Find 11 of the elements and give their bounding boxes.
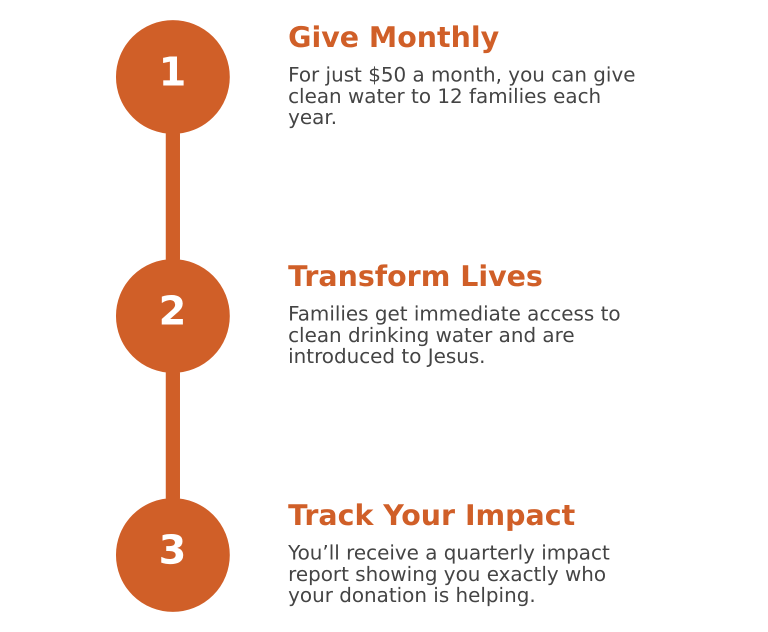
node-circle: 2 bbox=[115, 259, 230, 373]
node-label: You’ll receive a quarterly impact report showing you exactly who your donation is helping. bbox=[288, 542, 610, 608]
node-circle: 3 bbox=[115, 498, 230, 612]
node-label: Give Monthly bbox=[288, 21, 499, 54]
node-label: Families get immediate access to clean drinking water and are introduced to Jesus. bbox=[288, 302, 620, 368]
node-label: Track Your Impact bbox=[288, 499, 575, 532]
node-label: For just $50 a month, you can give clean water to 12 families each year. bbox=[288, 64, 636, 130]
connector bbox=[165, 133, 180, 260]
node-circle: 1 bbox=[115, 20, 230, 134]
node-label: Transform Lives bbox=[288, 260, 542, 294]
connector bbox=[165, 372, 180, 499]
